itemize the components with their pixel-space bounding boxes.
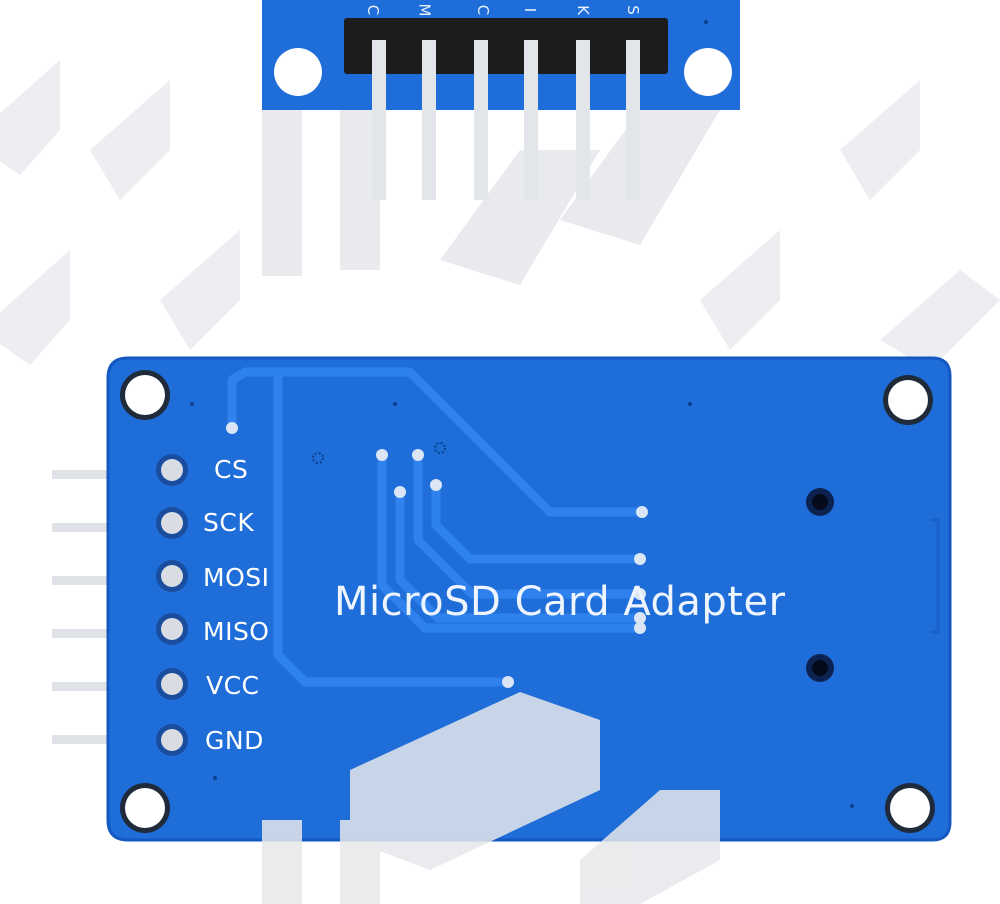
top-pin-label: C [474, 4, 493, 16]
watermark-logo-icon [262, 692, 720, 904]
pin-header [344, 18, 668, 74]
top-board [262, 0, 740, 200]
top-pin-label: M [415, 3, 434, 17]
pin-label-gnd: GND [205, 726, 264, 755]
watermark-logo-icon [0, 60, 1000, 370]
top-pin-label: I [521, 7, 540, 13]
top-pin-label: K [573, 5, 592, 15]
bottom-board [106, 356, 952, 842]
pin-label-mosi: MOSI [203, 563, 270, 592]
top-pin-label: S [623, 5, 642, 15]
pin-label-vcc: VCC [206, 671, 260, 700]
pin-label-miso: MISO [203, 617, 270, 646]
watermark-logo-icon [262, 90, 720, 285]
pin-label-cs: CS [214, 455, 249, 484]
pcb-traces [227, 367, 647, 687]
board-title: MicroSD Card Adapter [334, 579, 786, 625]
vias [190, 402, 854, 808]
header-pins-left [52, 470, 110, 744]
top-pin-label: C [364, 4, 383, 16]
right-angle-pins [372, 40, 640, 200]
pin-label-sck: SCK [203, 508, 255, 537]
mounting-hole-icon [120, 370, 935, 833]
pin-pads [156, 454, 188, 756]
